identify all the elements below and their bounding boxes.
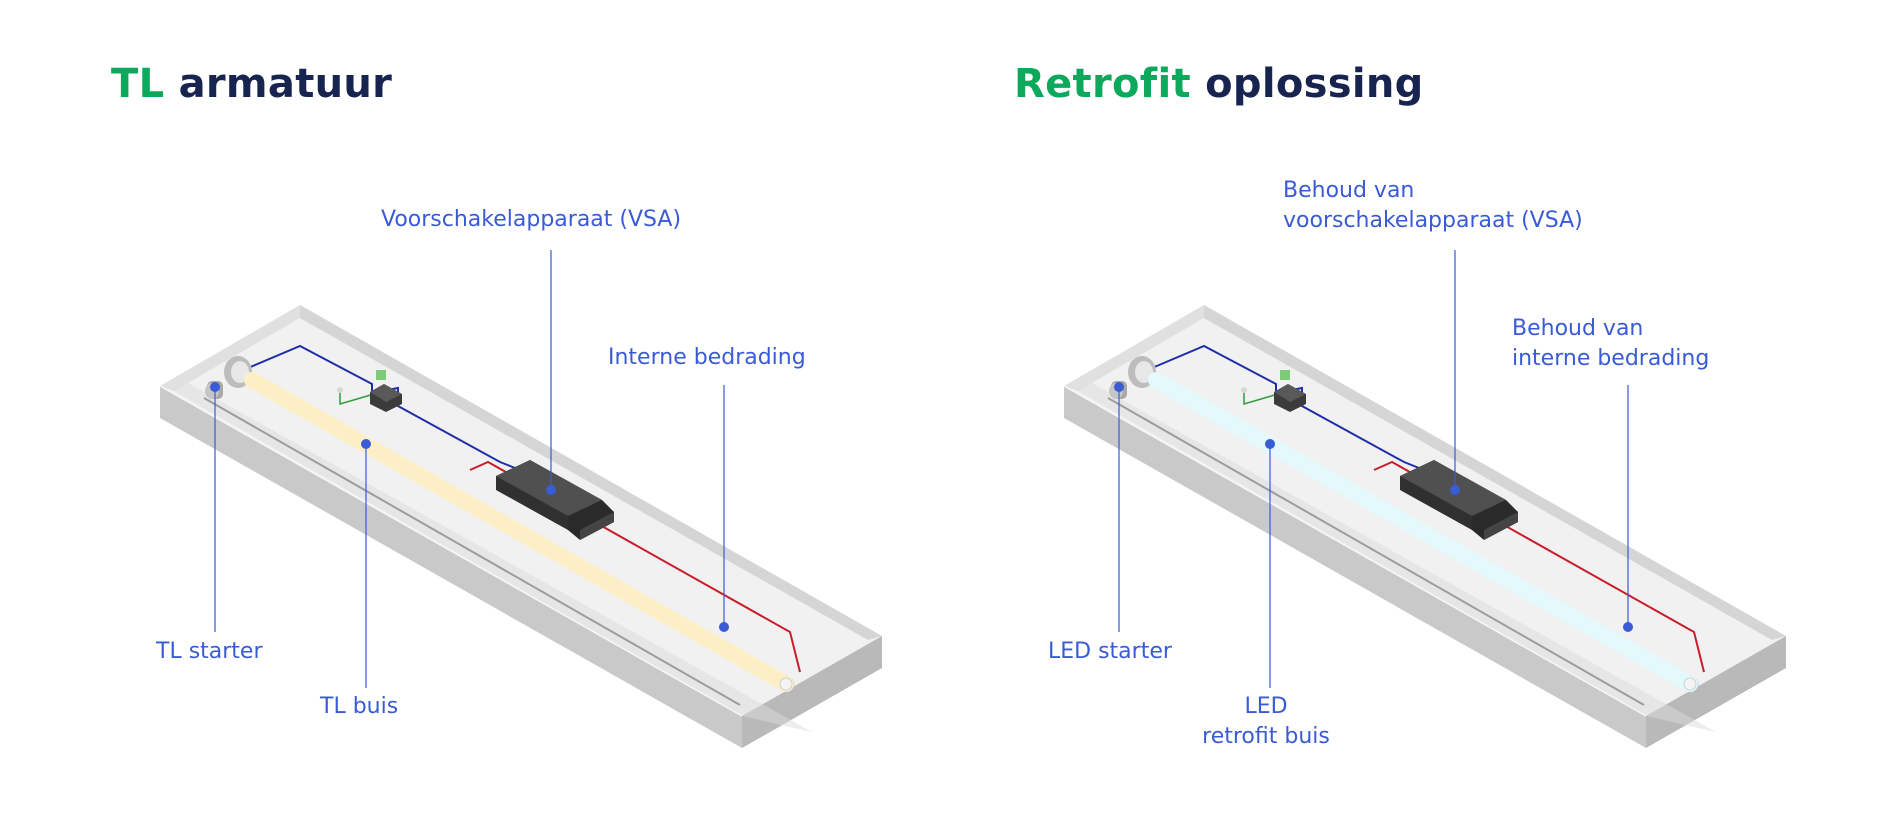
label-starter: TL starter xyxy=(156,637,263,667)
label-wiring-text: Interne bedrading xyxy=(608,345,806,370)
title-accent: TL xyxy=(111,61,165,107)
label-wiring: Interne bedrading xyxy=(608,343,806,373)
label-retained-ballast: Behoud van voorschakelapparaat (VSA) xyxy=(1283,176,1583,236)
title-rest: armatuur xyxy=(178,61,393,107)
marker-dot xyxy=(1114,382,1124,392)
marker-dot xyxy=(719,622,729,632)
title-accent: Retrofit xyxy=(1014,61,1191,107)
label-led-tube: LED retrofit buis xyxy=(1202,692,1330,752)
tl-tube xyxy=(244,372,794,692)
marker-dot xyxy=(1623,622,1633,632)
label-starter-text: TL starter xyxy=(156,639,263,664)
label-line: interne bedrading xyxy=(1512,346,1710,371)
label-tube: TL buis xyxy=(320,692,398,722)
label-line: voorschakelapparaat (VSA) xyxy=(1283,208,1583,233)
label-ballast-text: Voorschakelapparaat (VSA) xyxy=(381,207,682,232)
marker-dot xyxy=(210,382,220,392)
label-ballast: Voorschakelapparaat (VSA) xyxy=(381,205,681,235)
marker-dot xyxy=(546,485,556,495)
marker-dot xyxy=(1265,439,1275,449)
label-led-starter: LED starter xyxy=(1048,637,1172,667)
label-led-starter-text: LED starter xyxy=(1048,639,1172,664)
led-tube xyxy=(1148,372,1698,692)
label-tube-text: TL buis xyxy=(320,694,399,719)
label-line: Behoud van xyxy=(1283,178,1415,203)
label-line: Behoud van xyxy=(1512,316,1644,341)
marker-dot xyxy=(1450,485,1460,495)
title-rest: oplossing xyxy=(1205,61,1424,107)
label-line: retrofit buis xyxy=(1202,724,1330,749)
marker-dot xyxy=(361,439,371,449)
label-retained-wiring: Behoud van interne bedrading xyxy=(1512,314,1709,374)
tl-tube-end xyxy=(779,677,793,691)
title-retrofit: Retrofit oplossing xyxy=(1014,60,1424,108)
title-tl-fixture: TL armatuur xyxy=(111,60,392,108)
label-line: LED xyxy=(1244,694,1288,719)
led-tube-end xyxy=(1683,677,1697,691)
